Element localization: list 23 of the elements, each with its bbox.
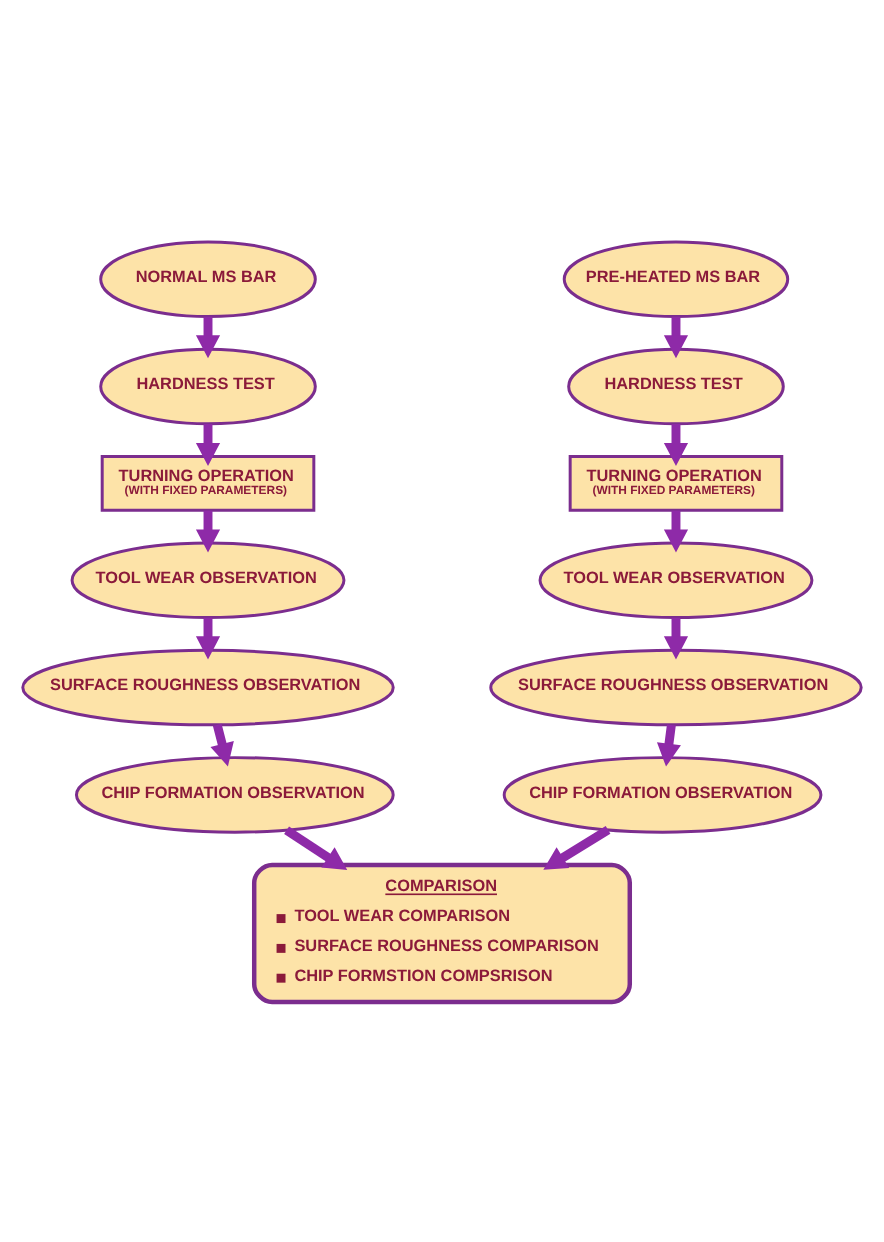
arrow bbox=[195, 509, 221, 552]
node-ellipse: SURFACE ROUGHNESS OBSERVATION bbox=[489, 647, 863, 726]
arrow bbox=[195, 423, 221, 465]
node-ellipse: HARDNESS TEST bbox=[567, 346, 785, 425]
arrow bbox=[543, 825, 611, 869]
arrow bbox=[663, 616, 689, 659]
arrow bbox=[656, 723, 681, 766]
node-ellipse: HARDNESS TEST bbox=[99, 346, 317, 425]
arrow bbox=[663, 423, 689, 465]
node-ellipse: TOOL WEAR OBSERVATION bbox=[538, 540, 814, 618]
arrow bbox=[195, 616, 221, 659]
arrow bbox=[210, 722, 234, 766]
arrow bbox=[663, 315, 689, 358]
node-ellipse: NORMAL MS BAR bbox=[99, 239, 317, 317]
node-ellipse: PRE-HEATED MS BAR bbox=[562, 239, 790, 317]
arrow bbox=[195, 315, 221, 358]
node-ellipse: TOOL WEAR OBSERVATION bbox=[70, 540, 346, 618]
node-ellipse: CHIP FORMATION OBSERVATION bbox=[75, 755, 395, 833]
arrow bbox=[663, 509, 689, 552]
node-box: COMPARISON TOOL WEAR COMPARISON SURFACE ROUGHNESS COMPARISON CHIP FORMSTION COMPSRISON bbox=[251, 861, 632, 1004]
arrow bbox=[284, 825, 348, 869]
node-ellipse: SURFACE ROUGHNESS OBSERVATION bbox=[21, 647, 395, 726]
node-ellipse: CHIP FORMATION OBSERVATION bbox=[502, 755, 823, 833]
